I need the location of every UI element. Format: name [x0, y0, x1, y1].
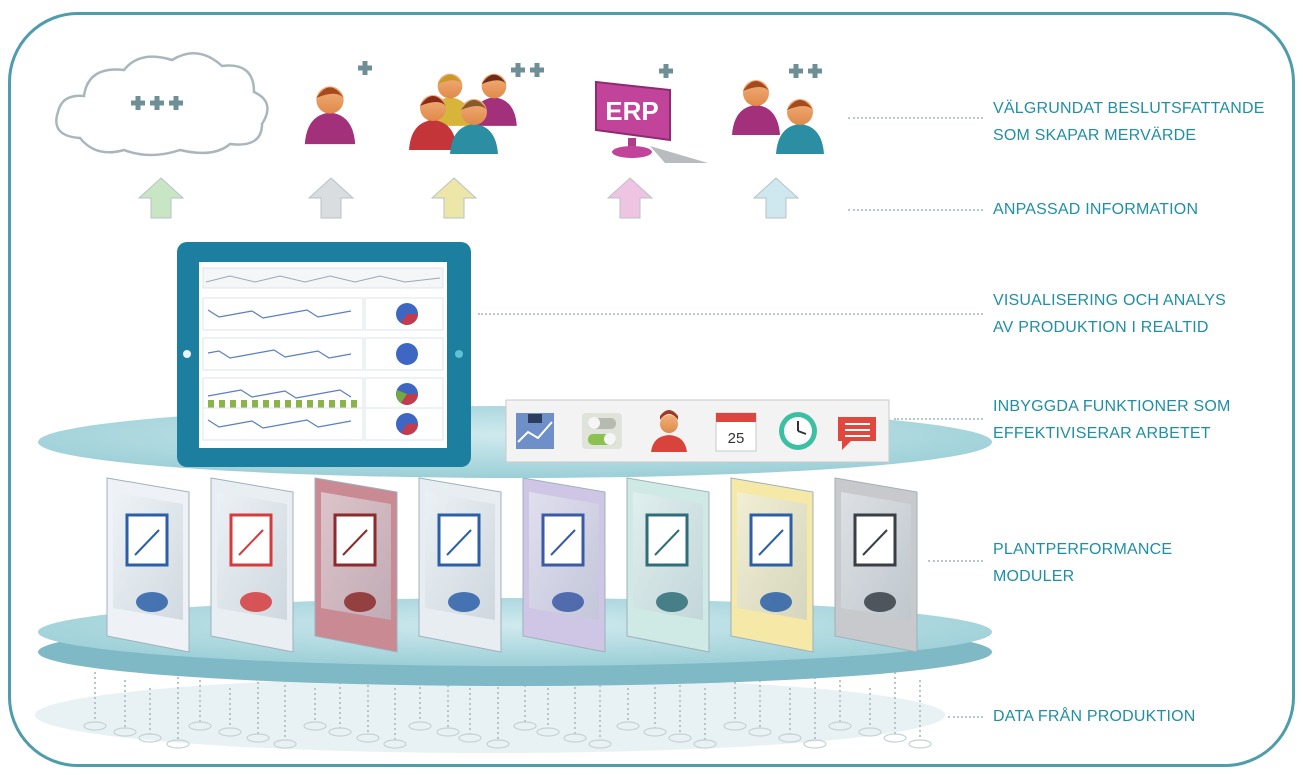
up-arrow-icon: [606, 177, 654, 219]
up-arrow-icon: [752, 177, 800, 219]
leader-information: [848, 209, 983, 211]
maintenance-plan-module: [730, 477, 814, 653]
label-visualisation: VISUALISERING OCH ANALYS AV PRODUKTION I…: [993, 287, 1226, 341]
erp-monitor-icon: ERP: [595, 80, 708, 163]
clock-icon: [779, 412, 817, 450]
label-functions-line1: INBYGGDA FUNKTIONER SOM: [993, 398, 1231, 415]
label-visualisation-line1: VISUALISERING OCH ANALYS: [993, 292, 1227, 309]
calendar-icon: 25: [715, 412, 757, 452]
toggle-switch-icon: [582, 413, 622, 449]
calendar-day-text: 25: [728, 430, 745, 447]
repair-tools-module: [834, 477, 918, 653]
chart-icon: [516, 413, 554, 449]
person-icon: [304, 86, 356, 145]
up-arrow-icon: [307, 177, 355, 219]
team-plus-badge: [511, 63, 544, 77]
data-layer: [35, 672, 945, 753]
team-icon: [409, 73, 517, 154]
tablet-dashboard: [177, 242, 471, 467]
production-line-module: [522, 477, 606, 653]
label-modules: PLANTPERFORMANCE MODULER: [993, 536, 1172, 590]
status-grid-module: [210, 477, 294, 653]
leader-visualisation: [478, 313, 983, 315]
up-arrow-icon: [430, 177, 478, 219]
label-functions: INBYGGDA FUNKTIONER SOM EFFEKTIVISERAR A…: [993, 393, 1231, 447]
label-visualisation-line2: AV PRODUKTION I REALTID: [993, 319, 1209, 336]
factory-control-module: [314, 477, 398, 653]
label-data: DATA FRÅN PRODUKTION: [993, 708, 1196, 725]
leader-data: [948, 716, 983, 718]
label-modules-line1: PLANTPERFORMANCE: [993, 541, 1173, 558]
leader-decisions: [848, 117, 983, 119]
label-decisions-line2: SOM SKAPAR MERVÄRDE: [993, 127, 1197, 144]
user-icon: [651, 410, 687, 452]
label-decisions: VÄLGRUNDAT BESLUTSFATTANDE SOM SKAPAR ME…: [993, 95, 1265, 149]
cloud-plus-badge: [131, 96, 183, 110]
label-information: ANPASSAD INFORMATION: [993, 201, 1199, 218]
person-plus-badge: [358, 61, 372, 75]
function-toolbar: 25: [505, 399, 890, 463]
mobile-report-module: [418, 477, 502, 653]
chat-icon: [838, 417, 876, 450]
person-pair-icon: [732, 80, 824, 154]
dashboard-chart-module: [106, 477, 190, 653]
leader-modules: [928, 560, 983, 562]
quality-gauge-module: [626, 477, 710, 653]
label-modules-line2: MODULER: [993, 568, 1075, 585]
label-decisions-line1: VÄLGRUNDAT BESLUTSFATTANDE: [993, 100, 1265, 117]
erp-plus-badge: [659, 64, 673, 78]
pair-plus-badge: [789, 64, 822, 78]
erp-text: ERP: [605, 96, 658, 126]
label-functions-line2: EFFEKTIVISERAR ARBETET: [993, 425, 1211, 442]
up-arrow-icon: [137, 177, 185, 219]
leader-functions: [894, 418, 983, 420]
